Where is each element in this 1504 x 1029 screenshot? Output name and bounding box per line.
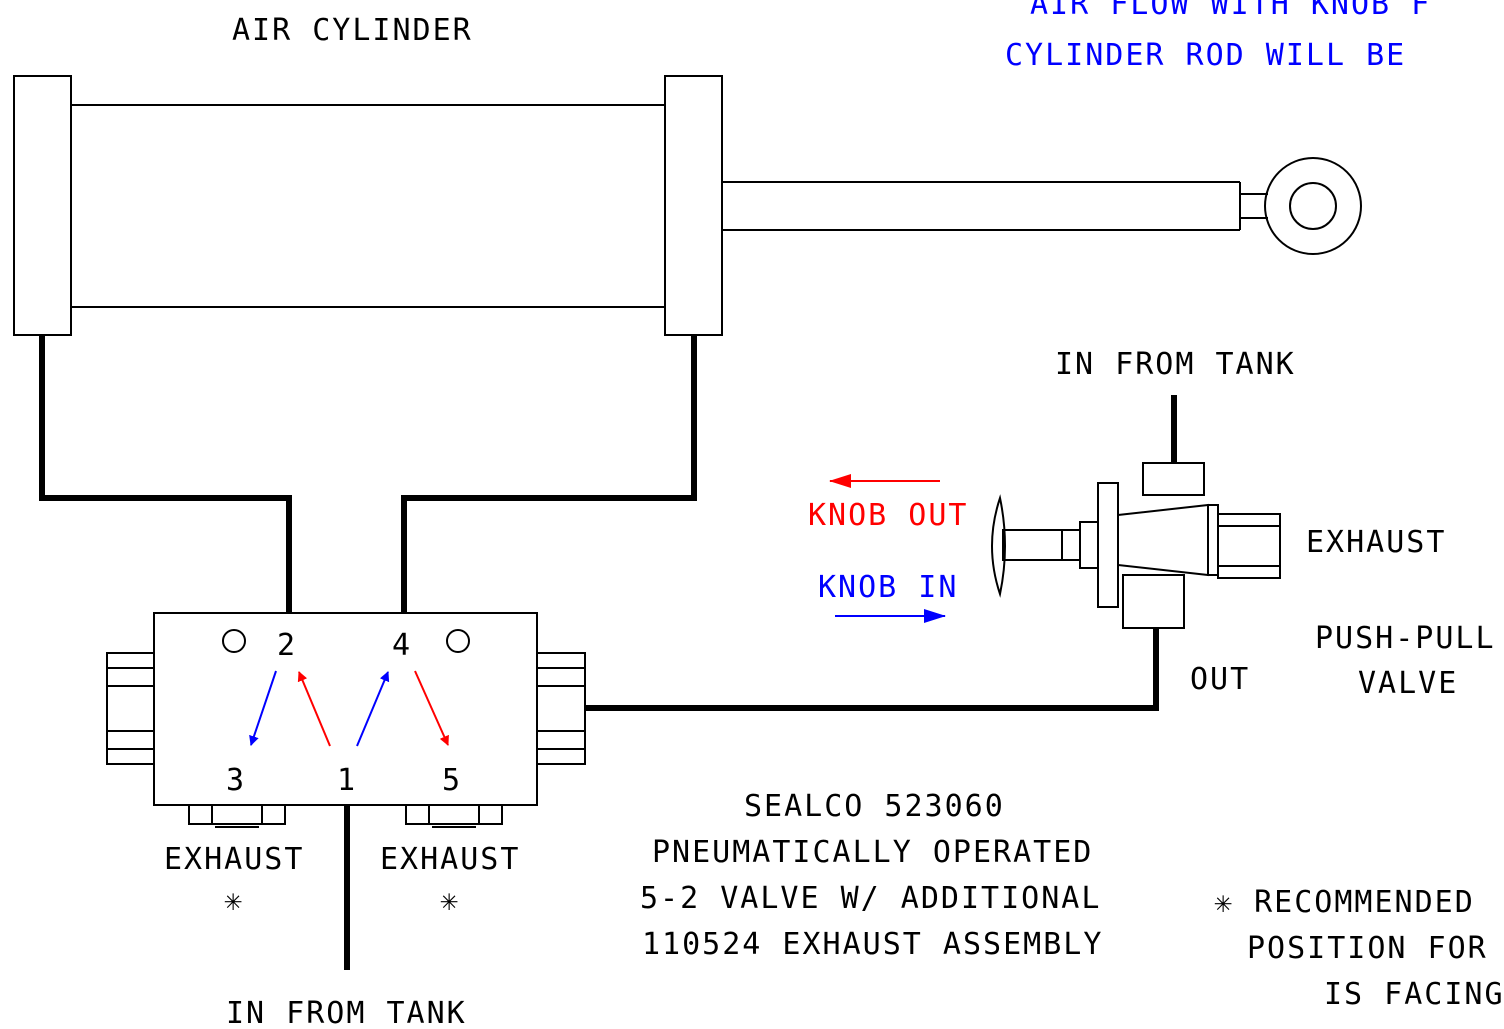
top-note-line1: AIR FLOW WITH KNOB F xyxy=(1030,0,1431,22)
exhaust-fitting-left xyxy=(188,804,286,828)
port-plug-left xyxy=(222,629,246,653)
knob-out-label: KNOB OUT xyxy=(808,498,969,533)
exhaust-left-label: EXHAUST xyxy=(164,842,304,877)
asterisk-right: ✳ xyxy=(440,883,460,918)
knob xyxy=(991,494,1006,598)
top-note-line2: CYLINDER ROD WILL BE xyxy=(1005,38,1406,73)
push-pull-in-label: IN FROM TANK xyxy=(1055,347,1296,382)
push-pull-exhaust-label: EXHAUST xyxy=(1306,525,1446,560)
flow-arrow-1-to-2 xyxy=(297,671,331,747)
rod-eye-hole xyxy=(1289,182,1337,230)
push-pull-valve-label-1: PUSH-PULL xyxy=(1315,621,1496,656)
flow-arrow-4-to-5 xyxy=(414,670,449,746)
cylinder-rod xyxy=(722,157,1362,255)
exhaust-right-label: EXHAUST xyxy=(380,842,520,877)
air-lines xyxy=(39,335,1177,970)
description-line2: PNEUMATICALLY OPERATED xyxy=(652,835,1093,870)
port-4-label: 4 xyxy=(392,628,412,663)
rod-eye xyxy=(1264,157,1362,255)
description-line4: 110524 EXHAUST ASSEMBLY xyxy=(642,927,1103,962)
port-2-label: 2 xyxy=(277,628,297,663)
port-1-label: 1 xyxy=(337,763,357,798)
footnote-line1: ✳ RECOMMENDED xyxy=(1214,885,1475,920)
valve-right-end xyxy=(536,652,586,765)
knob-in-label: KNOB IN xyxy=(818,570,958,605)
port-plug-right xyxy=(446,629,470,653)
asterisk-left: ✳ xyxy=(224,883,244,918)
cylinder-left-cap xyxy=(13,75,72,336)
valve-left-end xyxy=(106,652,155,765)
port-3-label: 3 xyxy=(226,763,246,798)
push-pull-out-label: OUT xyxy=(1190,662,1250,697)
footnote-line3: IS FACING xyxy=(1324,977,1504,1012)
push-pull-valve xyxy=(829,462,1281,629)
main-in-label: IN FROM TANK xyxy=(226,996,467,1029)
description-line3: 5-2 VALVE W/ ADDITIONAL xyxy=(640,881,1101,916)
flow-arrow-2-to-3 xyxy=(249,670,277,746)
air-cylinder xyxy=(13,75,1362,336)
air-cylinder-title: AIR CYLINDER xyxy=(232,13,473,48)
port-5-label: 5 xyxy=(442,763,462,798)
push-pull-valve-label-2: VALVE xyxy=(1358,666,1458,701)
main-valve: 2 4 3 1 5 xyxy=(106,612,586,828)
exhaust-fitting-right xyxy=(405,804,503,828)
cylinder-right-cap xyxy=(664,75,723,336)
flow-arrow-1-to-4 xyxy=(356,671,390,747)
description-line1: SEALCO 523060 xyxy=(744,789,1005,824)
footnote-line2: POSITION FOR xyxy=(1247,931,1488,966)
